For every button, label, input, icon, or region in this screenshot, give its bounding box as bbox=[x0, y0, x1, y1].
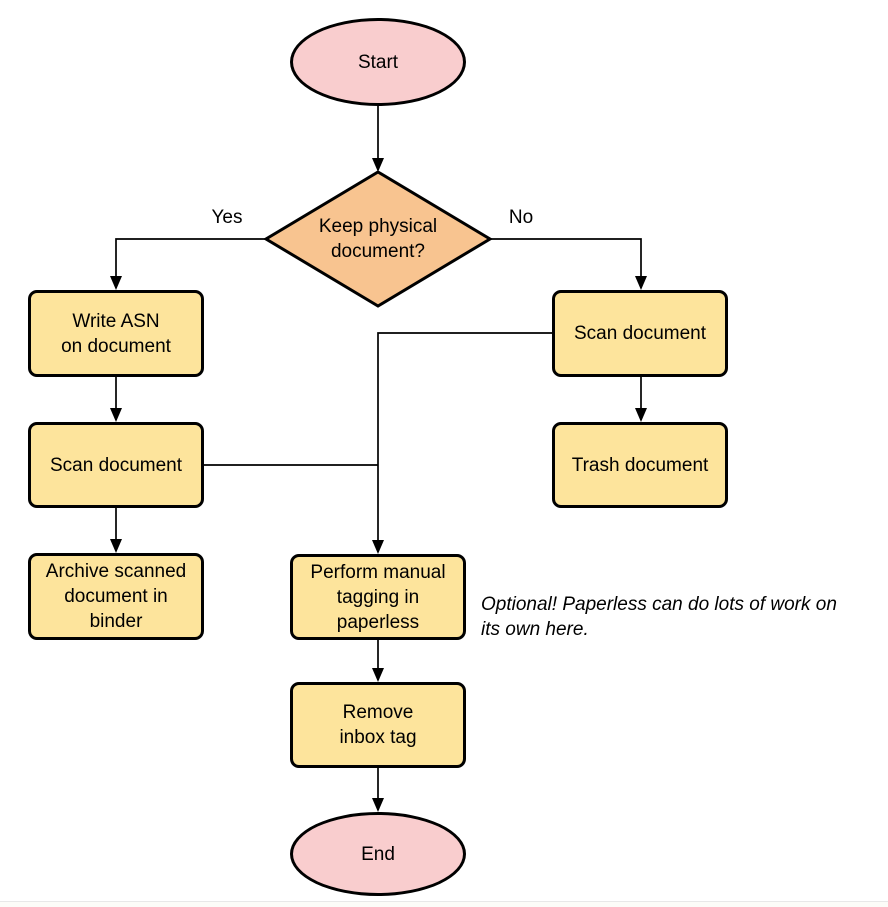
edge-decision-yes-to-write-asn bbox=[110, 238, 266, 290]
node-start: Start bbox=[290, 18, 466, 106]
edge-label-no: No bbox=[508, 207, 534, 228]
node-scan-right-label: Scan document bbox=[573, 323, 707, 344]
node-trash-label: Trash document bbox=[571, 454, 709, 476]
note-optional: Optional! Paperless can do lots of work … bbox=[481, 594, 837, 640]
node-end-label: End bbox=[361, 843, 395, 865]
node-scan-right: Scan document bbox=[552, 290, 728, 377]
node-write-asn: Write ASN on document bbox=[28, 290, 204, 377]
node-archive: Archive scanned document in binder bbox=[28, 553, 204, 640]
edge-scan-right-to-tagging bbox=[372, 332, 552, 554]
bottom-strip bbox=[0, 902, 888, 907]
node-decision-label: Keep physical document? bbox=[318, 216, 438, 262]
bottom-divider bbox=[0, 901, 888, 902]
node-tagging: Perform manual tagging in paperless bbox=[290, 554, 466, 640]
decision-diamond-shape bbox=[263, 170, 493, 308]
node-scan-left-label: Scan document bbox=[49, 454, 183, 476]
edge-decision-no-to-scan-right bbox=[490, 238, 647, 290]
node-trash: Trash document bbox=[552, 422, 728, 508]
node-remove-inbox: Remove inbox tag bbox=[290, 682, 466, 768]
edge-label-yes: Yes bbox=[211, 207, 243, 228]
node-scan-left: Scan document bbox=[28, 422, 204, 508]
node-end: End bbox=[290, 812, 466, 896]
node-start-label: Start bbox=[357, 51, 399, 73]
